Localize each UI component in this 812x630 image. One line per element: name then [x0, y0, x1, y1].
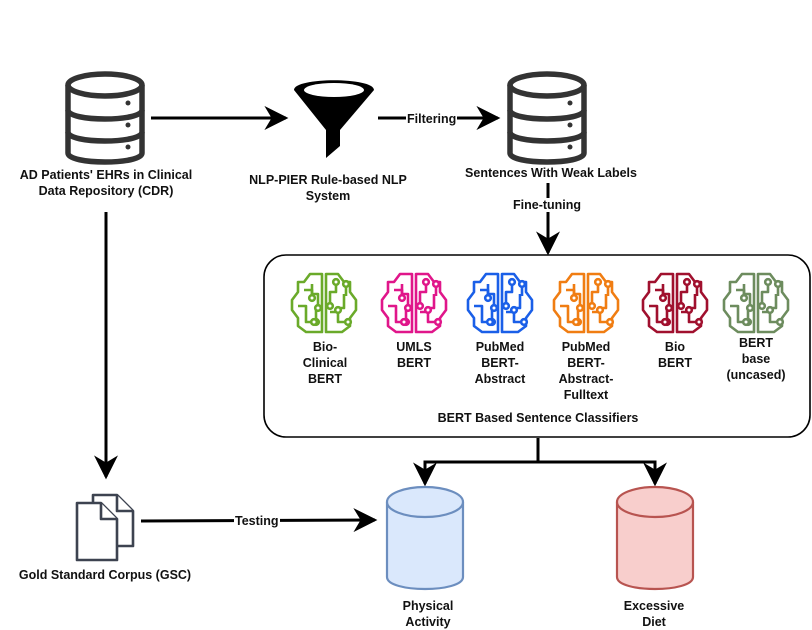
weak-labels-label: Sentences With Weak Labels: [465, 166, 637, 180]
physical-activity-label-line2: Activity: [405, 615, 451, 629]
physical-activity-cylinder: [385, 485, 465, 591]
model-label-umls-bert: UMLS BERT: [396, 340, 432, 370]
physical-activity-label-line1: Physical: [402, 599, 454, 613]
brain-icon-pubmed-bert-abstract: [466, 272, 534, 334]
model-label-pubmed-bert-abstract: PubMed BERT- Abstract: [474, 340, 526, 386]
edge-classifiers-to-outputs: [423, 438, 657, 480]
nlp-pier-label-line2: System: [305, 189, 351, 203]
cdr-label: AD Patients' EHRs in Clinical Data Repos…: [0, 167, 212, 199]
documents-icon: [75, 493, 135, 562]
excessive-diet-label: Excessive Diet: [606, 598, 702, 630]
physical-activity-label: Physical Activity: [380, 598, 476, 630]
testing-edge-label: Testing: [234, 514, 280, 528]
model-label-bert-base-uncased: BERT base (uncased): [726, 336, 786, 382]
excessive-diet-label-line2: Diet: [642, 615, 666, 629]
brain-icon-bert-base-uncased: [722, 272, 790, 334]
nlp-pier-label: NLP-PIER Rule-based NLP System: [226, 172, 430, 204]
model-label-pubmed-bert-abstract-fulltext: PubMed BERT- Abstract- Fulltext: [558, 340, 614, 402]
classifiers-group-label: BERT Based Sentence Classifiers: [437, 411, 639, 425]
nlp-pier-label-line1: NLP-PIER Rule-based NLP: [249, 173, 407, 187]
brain-icon-pubmed-bert-abstract-fulltext: [552, 272, 620, 334]
filtering-edge-label: Filtering: [406, 112, 458, 126]
excessive-diet-label-line1: Excessive: [623, 599, 685, 613]
brain-icon-umls-bert: [380, 272, 448, 334]
cdr-label-line1: AD Patients' EHRs in Clinical: [19, 168, 193, 182]
brain-icon-bio-clinical-bert: [290, 272, 358, 334]
fine-tuning-edge-label: Fine-tuning: [512, 198, 583, 212]
database-icon: [65, 71, 145, 165]
model-label-bio-bert: Bio BERT: [657, 340, 693, 370]
funnel-icon: [294, 80, 374, 158]
brain-icon-bio-bert: [641, 272, 709, 334]
excessive-diet-cylinder: [615, 485, 695, 591]
cdr-label-line2: Data Repository (CDR): [38, 184, 174, 198]
database-icon: [507, 71, 587, 165]
gsc-label: Gold Standard Corpus (GSC): [18, 568, 192, 582]
model-label-bio-clinical-bert: Bio- Clinical BERT: [302, 340, 348, 386]
